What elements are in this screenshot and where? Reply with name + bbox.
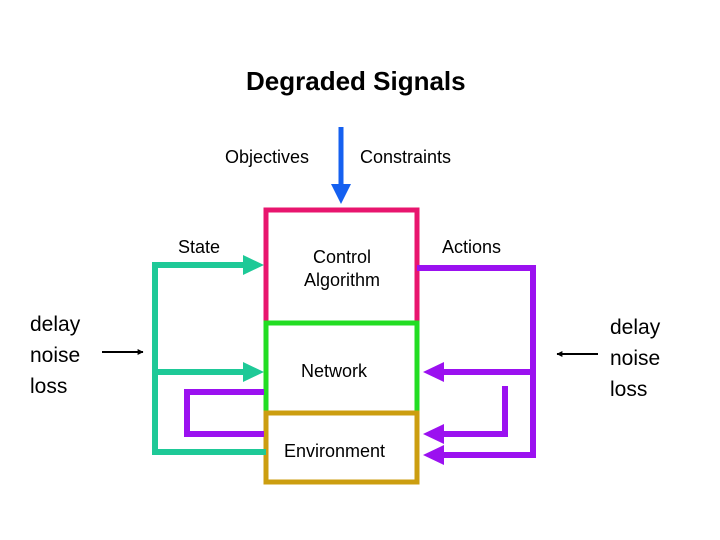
diagram-title: Degraded Signals <box>246 66 466 96</box>
network-environment-loop-left <box>184 389 264 437</box>
state-feedback-path <box>152 262 266 455</box>
state-arrowhead-upper <box>243 255 264 275</box>
network-label: Network <box>301 361 368 381</box>
control-label-line2: Algorithm <box>303 270 381 290</box>
objectives-label: Objectives <box>225 147 310 167</box>
actions-arrowhead-mid <box>423 424 444 444</box>
environment-label: Environment <box>284 441 386 461</box>
constraints-label: Constraints <box>360 147 452 167</box>
input-arrow <box>331 127 351 204</box>
actions-label: Actions <box>442 237 502 257</box>
state-arrowhead-lower <box>243 362 264 382</box>
degradations-left: delay noise loss <box>30 309 80 402</box>
degradations-right: delay noise loss <box>610 312 660 405</box>
actions-arrowhead-lower <box>423 445 444 465</box>
degradation-left-loss: loss <box>30 375 68 398</box>
degradation-right-noise: noise <box>610 347 661 370</box>
environment-box <box>263 410 420 485</box>
actions-arrowhead-upper <box>423 362 444 382</box>
degradation-left-delay: delay <box>30 313 81 336</box>
control-algorithm-label: Control Algorithm <box>292 246 392 292</box>
degradation-left-noise: noise <box>30 344 81 367</box>
state-label: State <box>178 237 221 257</box>
degradation-right-loss: loss <box>610 378 648 401</box>
degradation-right-delay: delay <box>610 316 661 339</box>
actions-path <box>417 265 536 458</box>
control-label-line1: Control <box>312 247 372 267</box>
